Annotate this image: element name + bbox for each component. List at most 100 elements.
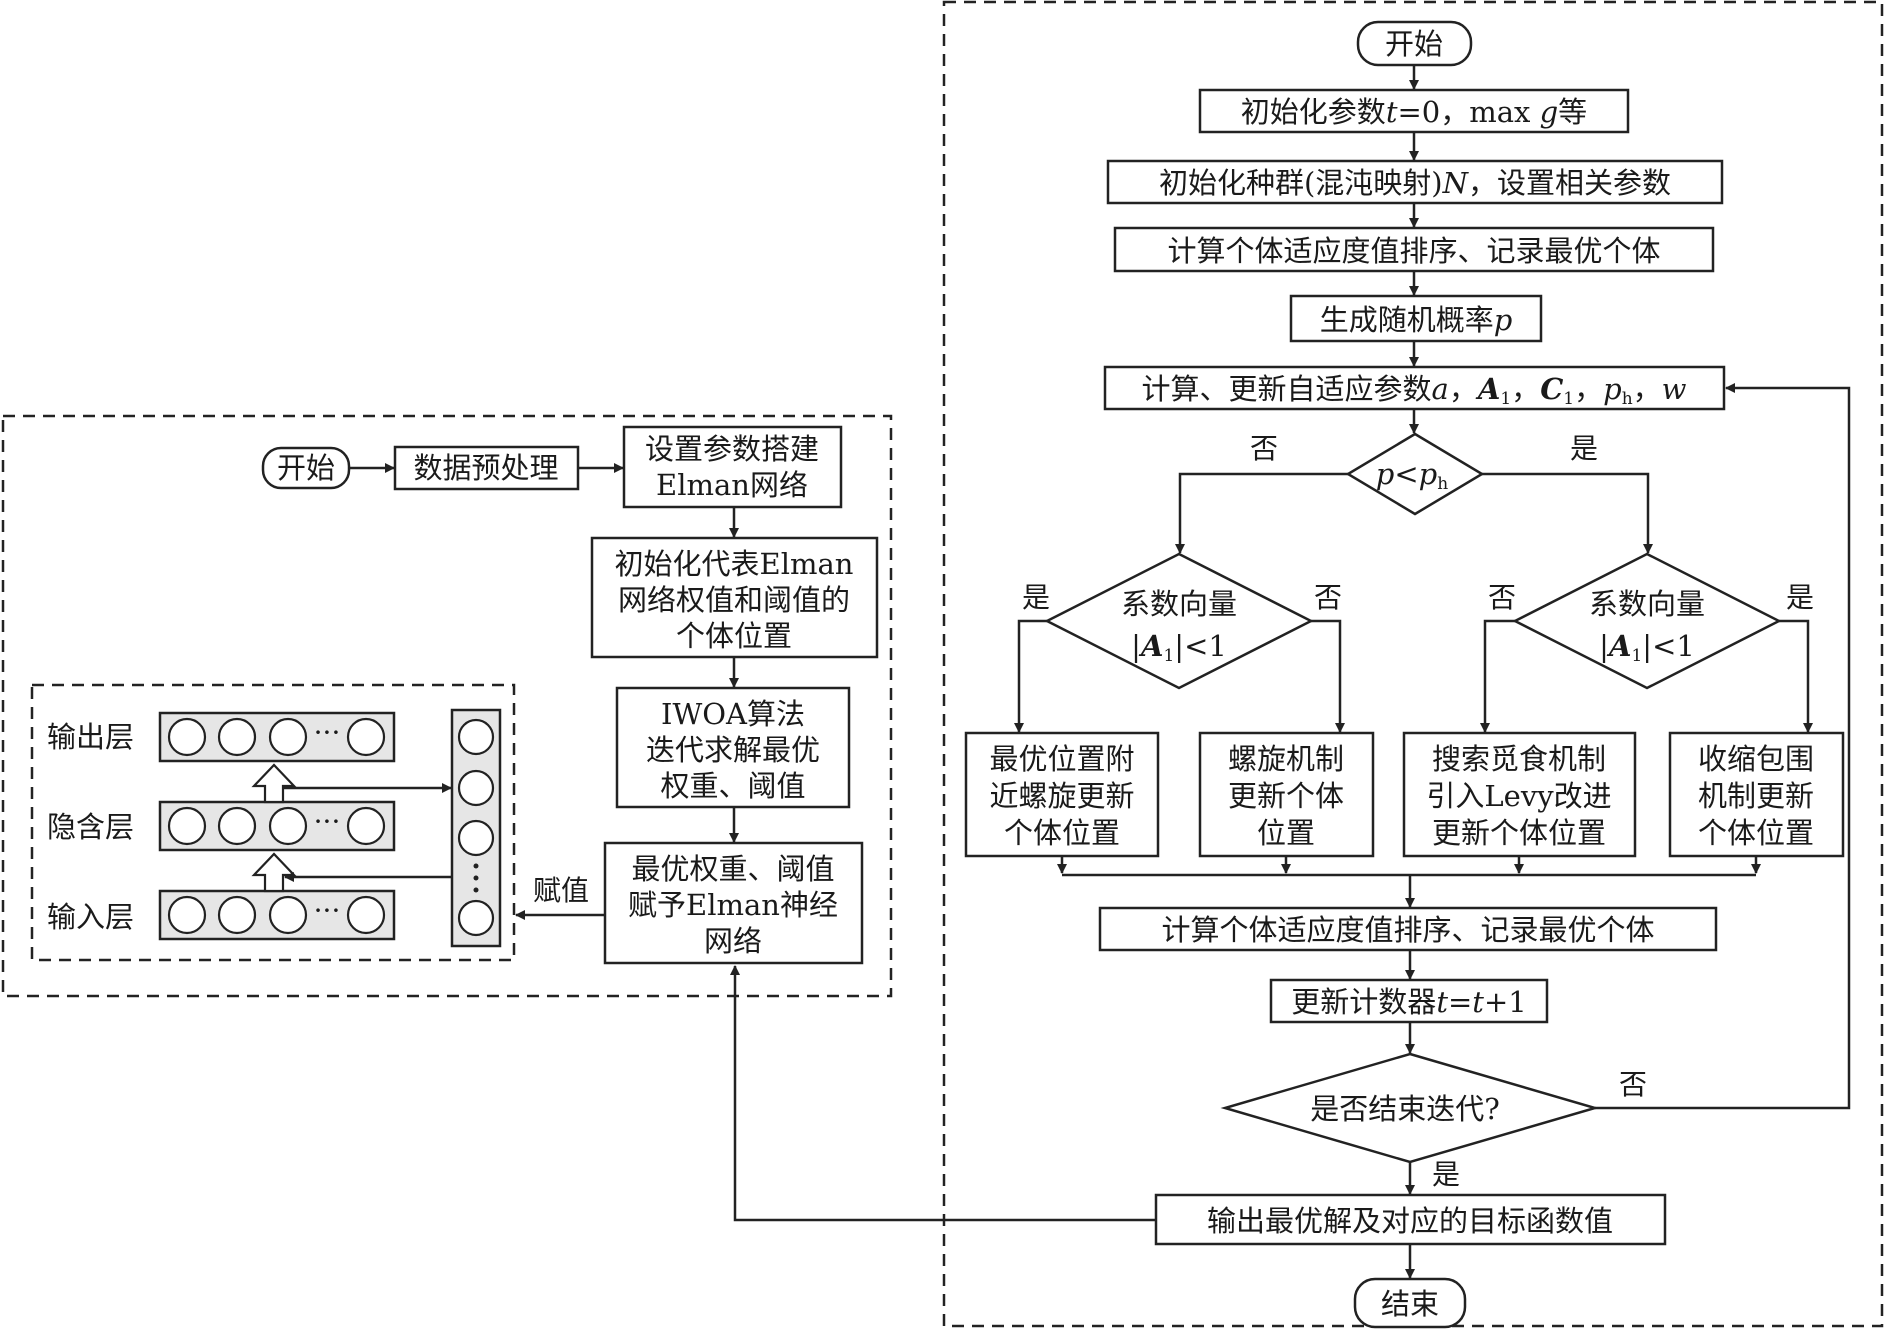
box-line: 近螺旋更新: [989, 779, 1134, 813]
yes-label: 是: [1022, 581, 1050, 614]
yes-label: 是: [1786, 581, 1814, 614]
elman-panel-border: [1, 414, 893, 998]
input-layer: ···: [158, 889, 396, 941]
arrow-no: [1311, 619, 1345, 733]
no-label: 否: [1250, 432, 1278, 465]
update-counter-text: 更新计数器t=t+1: [1291, 985, 1526, 1019]
arrow-yes: [1779, 619, 1813, 733]
init-params-box: [1198, 88, 1630, 134]
dot: [473, 875, 479, 881]
ellipsis: ···: [314, 805, 341, 838]
hidden-to-output-arrow-icon: [251, 763, 297, 804]
hidden-layer: ···: [158, 800, 396, 852]
yes-label: 是: [1432, 1158, 1460, 1191]
no-label: 否: [1488, 581, 1516, 614]
hidden-layer-label: 隐含层: [47, 810, 134, 844]
shrink-encircle-box: [1668, 731, 1845, 858]
box-line: 个体位置: [676, 619, 792, 653]
gen-probability-box: [1289, 294, 1543, 343]
coef-right-line2: |A1|<1: [1599, 629, 1695, 666]
neuron: [457, 819, 495, 857]
arrow-yes: [1482, 472, 1653, 554]
init-population-text: 初始化种群(混沌映射)N，设置相关参数: [1159, 166, 1671, 200]
neuron: [346, 895, 386, 935]
neuron: [268, 806, 308, 846]
yes-label: 是: [1570, 432, 1598, 465]
box-line: 更新个体位置: [1432, 816, 1606, 850]
iwoa-solve-box: [615, 686, 851, 809]
box-line: 设置参数搭建: [645, 432, 819, 466]
left-start-label: 开始: [277, 451, 335, 485]
compute-fitness-text: 计算个体适应度值排序、记录最优个体: [1167, 234, 1660, 268]
right-start-label: 开始: [1385, 27, 1443, 61]
result-to-elman-arrow: [730, 965, 1156, 1222]
box-line: 螺旋机制: [1228, 742, 1344, 776]
input-layer-label: 输入层: [47, 900, 134, 934]
update-params-box: [1103, 365, 1726, 411]
neuron: [457, 899, 495, 937]
assign-best-box: [603, 841, 864, 965]
box-line: 迭代求解最优: [646, 733, 820, 767]
update-counter-box: [1269, 978, 1549, 1024]
network-panel-border: [30, 683, 516, 962]
neuron: [457, 718, 495, 756]
build-net-box: [622, 425, 843, 509]
spiral-near-best-box: [964, 731, 1160, 858]
output-best-text: 输出最优解及对应的目标函数值: [1207, 1204, 1613, 1238]
box-line: 初始化代表Elman: [615, 547, 854, 581]
box-line: 个体位置: [1698, 816, 1814, 850]
input-to-hidden-arrow-icon: [251, 852, 297, 893]
box-line: 个体位置: [1004, 816, 1120, 850]
decision-p-text: p<ph: [1376, 457, 1448, 494]
compute-fitness-2-box: [1098, 906, 1718, 952]
box-line: 位置: [1257, 816, 1315, 850]
box-line: 权重、阈值: [660, 769, 805, 803]
ellipsis: ···: [314, 894, 341, 927]
box-line: 搜索觅食机制: [1432, 742, 1606, 776]
neuron: [268, 717, 308, 757]
no-label: 否: [1619, 1068, 1647, 1101]
end-terminal: [1353, 1277, 1467, 1329]
end-label: 结束: [1381, 1287, 1439, 1321]
neuron: [346, 717, 386, 757]
neuron: [167, 806, 207, 846]
box-line: Elman网络: [656, 468, 808, 502]
output-layer: ···: [158, 711, 396, 763]
dot: [473, 887, 479, 893]
init-params-text: 初始化参数t=0，max g等: [1241, 95, 1587, 129]
init-population-box: [1106, 159, 1724, 205]
box-line: 最优权重、阈值: [631, 852, 834, 886]
dot: [473, 863, 479, 869]
box-line: 更新个体: [1228, 779, 1344, 813]
decision-coef-left-diamond: [1044, 552, 1314, 690]
coef-left-line1: 系数向量: [1121, 587, 1237, 621]
preprocess-box: [393, 445, 580, 491]
ellipsis: ···: [314, 716, 341, 749]
context-layer: [450, 708, 502, 948]
neuron: [217, 806, 257, 846]
no-label: 否: [1314, 581, 1342, 614]
assign-label: 赋值: [533, 874, 589, 907]
box-line: 机制更新: [1698, 779, 1814, 813]
neuron: [167, 717, 207, 757]
arrow-no: [1480, 619, 1515, 733]
box-line: 网络权值和阈值的: [618, 583, 850, 617]
arrow-no: [1175, 472, 1348, 554]
box-line: IWOA算法: [661, 697, 805, 731]
decision-coef-right-diamond: [1512, 552, 1782, 690]
box-line: 赋予Elman神经: [628, 888, 838, 922]
arrow-yes: [1014, 619, 1047, 733]
box-line: 网络: [704, 924, 762, 958]
spiral-update-box: [1198, 731, 1375, 858]
neuron: [346, 806, 386, 846]
gen-probability-text: 生成随机概率p: [1320, 303, 1513, 337]
output-layer-label: 输出层: [47, 720, 134, 754]
init-positions-box: [590, 536, 879, 659]
neuron: [217, 895, 257, 935]
neuron: [167, 895, 207, 935]
end-iteration-text: 是否结束迭代?: [1310, 1092, 1500, 1126]
search-levy-box: [1402, 731, 1637, 858]
neuron: [268, 895, 308, 935]
neuron: [457, 769, 495, 807]
